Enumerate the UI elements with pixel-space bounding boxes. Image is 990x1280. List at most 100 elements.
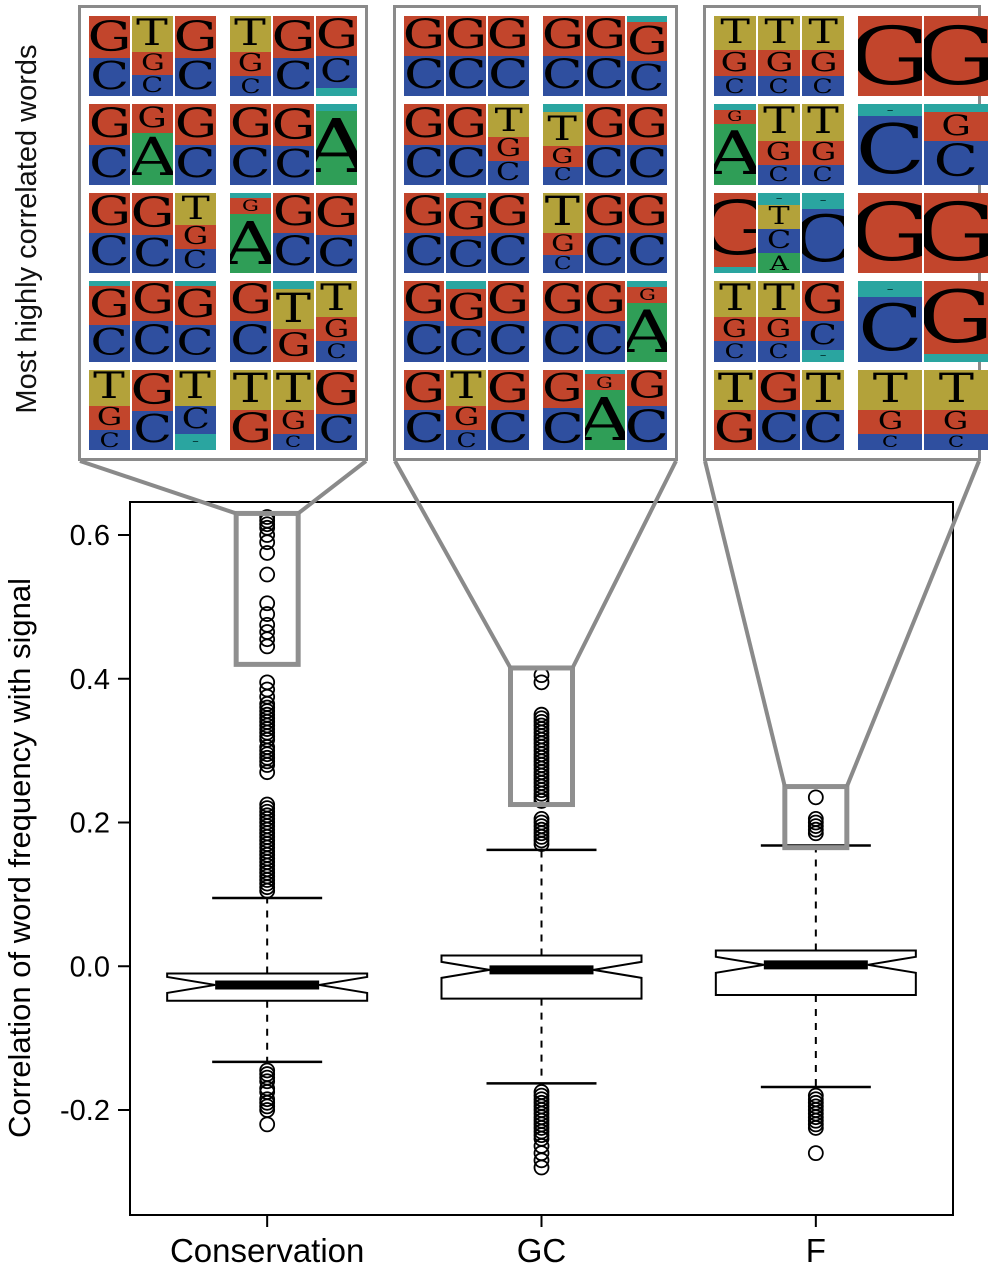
- logo-base-gap: [446, 281, 487, 290]
- logo-base-G: G: [273, 329, 314, 362]
- y-tick-label: 0.2: [70, 808, 110, 840]
- logo-base-G: G: [924, 409, 988, 434]
- logo-column: G: [924, 192, 988, 274]
- logo-base-G: G: [446, 104, 487, 145]
- logo-base-gap: [714, 104, 757, 111]
- logo-base-C: C: [89, 429, 130, 450]
- logo-base-C: C: [132, 411, 173, 450]
- logo-base-G: G: [802, 140, 845, 165]
- logo-base-A: A: [316, 110, 357, 185]
- logo-base-G: G: [316, 16, 357, 57]
- outlier-point: [259, 631, 276, 648]
- logo-base-T: T: [758, 204, 801, 229]
- outlier-point: [259, 527, 276, 543]
- logo-base-G: G: [758, 49, 801, 77]
- logo-base-gap: –: [175, 433, 216, 450]
- logo-base-G: G: [488, 281, 529, 322]
- logo-base-G: G: [404, 16, 445, 57]
- logo-base-G: G: [230, 409, 271, 450]
- logo-base-C: C: [626, 61, 668, 97]
- logo-base-A: A: [584, 390, 625, 450]
- outlier-point: [533, 1159, 550, 1176]
- logo-base-G: G: [488, 192, 529, 233]
- logo-base-G: G: [175, 224, 216, 250]
- logo-base-T: T: [924, 369, 988, 410]
- logo-base-gap: [446, 192, 487, 198]
- outlier-point: [259, 882, 276, 899]
- logo-base-C: C: [626, 144, 668, 185]
- outlier-point: [807, 789, 824, 806]
- logo-base-C: C: [802, 321, 845, 350]
- sequence-logo: GCGAGC: [89, 104, 216, 185]
- outlier-point: [259, 566, 276, 583]
- logo-base-C: C: [758, 341, 801, 362]
- logo-base-G: G: [89, 405, 130, 430]
- logo-panel-conservation: GCTGCGCTGCGCGCGCGAGCGCGCAGCGCTGCGAGCGCGC…: [78, 5, 368, 461]
- logo-base-T: T: [316, 281, 357, 318]
- logo-base-C: C: [230, 321, 271, 362]
- logo-base-C: C: [758, 409, 801, 450]
- logo-base-G: G: [584, 281, 625, 322]
- logo-base-T: T: [542, 192, 583, 233]
- logo-base-C: C: [273, 57, 314, 97]
- logo-column: G: [858, 16, 923, 97]
- logo-base-C: C: [758, 164, 801, 185]
- outlier-point: [259, 757, 276, 773]
- logo-base-G: G: [89, 192, 130, 233]
- logo-base-C: C: [230, 144, 271, 185]
- sequence-logo: TGTGCGC: [230, 369, 357, 450]
- logo-base-C: C: [175, 249, 216, 274]
- logo-base-T: T: [714, 369, 757, 410]
- outlier-point: [259, 595, 276, 612]
- logo-base-T: T: [175, 369, 216, 406]
- logo-base-G: G: [714, 409, 757, 450]
- logo-base-T: T: [802, 369, 845, 410]
- logo-column: GC: [316, 369, 357, 450]
- logo-base-gap: [924, 104, 988, 113]
- logo-base-gap: –: [802, 192, 845, 209]
- logo-panel-f: TGCTGCTGCGGGGATGCTGC–CGC–CG–TCA–CGGTCATG…: [703, 5, 990, 461]
- logo-base-gap: [626, 16, 668, 23]
- logo-base-G: G: [626, 192, 668, 233]
- category-label: GC: [517, 1232, 567, 1269]
- logo-base-gap: [626, 281, 668, 287]
- logo-base-G: G: [584, 16, 625, 57]
- logo-column: G: [858, 192, 923, 274]
- logo-base-G: G: [626, 286, 668, 303]
- highlight-box: [233, 510, 301, 667]
- sequence-logo: GGTCA: [858, 192, 990, 274]
- outlier-point: [259, 1116, 276, 1133]
- y-tick-label: 0.0: [70, 951, 110, 983]
- logo-base-gap: [316, 104, 357, 111]
- logo-base-T: T: [446, 369, 487, 406]
- logo-base-G: G: [542, 281, 583, 322]
- logo-base-G: G: [230, 281, 271, 322]
- logo-base-T: T: [758, 281, 801, 318]
- logo-base-C: C: [924, 433, 988, 450]
- logo-base-G: G: [584, 104, 625, 145]
- logo-base-C: C: [802, 208, 845, 274]
- highlight-box: [508, 665, 575, 808]
- logo-base-C: C: [175, 57, 216, 97]
- logo-base-C: C: [89, 57, 130, 97]
- logo-base-gap: [924, 353, 988, 362]
- logo-base-G: G: [404, 192, 445, 233]
- logo-base-C: C: [858, 433, 923, 450]
- outlier-point: [259, 606, 276, 622]
- logo-column: GA: [230, 192, 271, 274]
- logo-base-G: G: [446, 405, 487, 430]
